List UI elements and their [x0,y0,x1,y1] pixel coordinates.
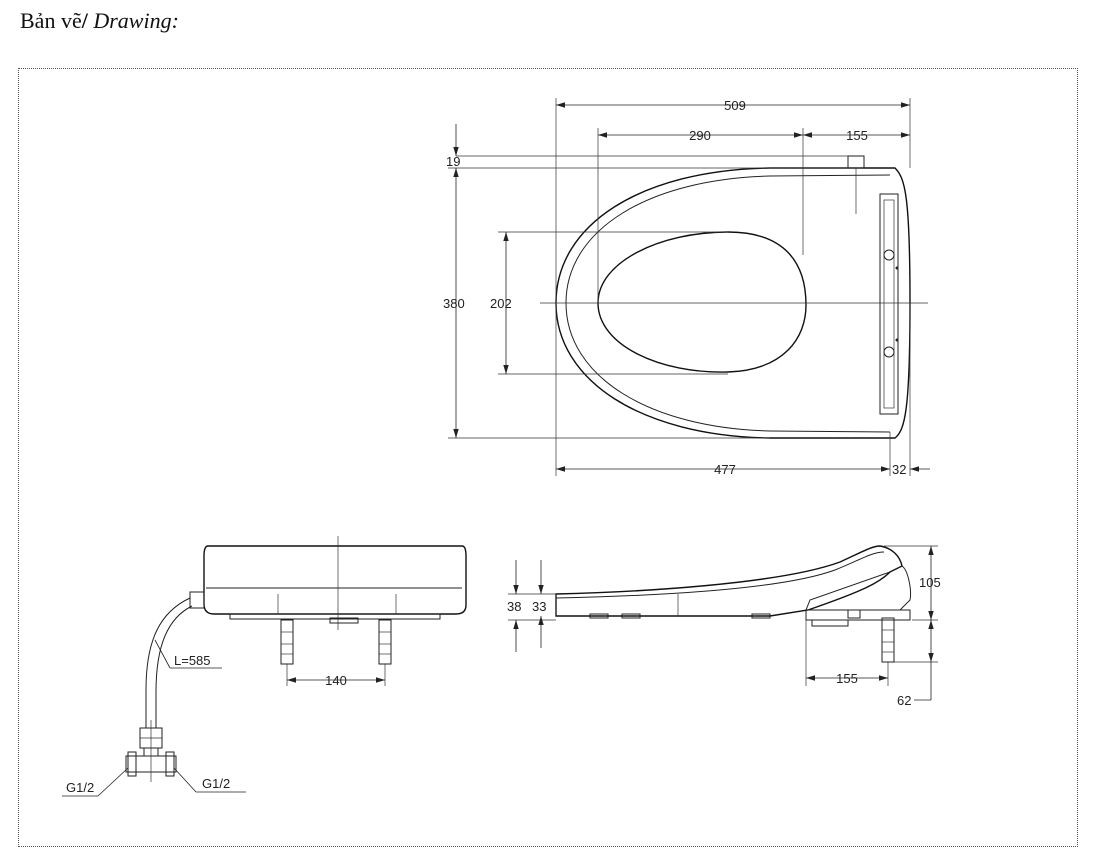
leader-585 [154,639,171,669]
dim-155-side: 155 [836,671,858,686]
dim-509: 509 [724,98,746,113]
dim-140: 140 [325,673,347,688]
hinge-inner [883,199,895,409]
hinge-dot-bottom [895,338,899,342]
leader-g12-right [173,767,197,793]
hinge-bolt-top [883,249,895,261]
mount-bolt-right [378,619,392,665]
t-valve-port-right [165,751,175,777]
side-base-slot [847,609,861,619]
seat-inner-edge [565,174,891,433]
water-inlet [847,155,865,169]
dim-477: 477 [714,462,736,477]
title-vi: Bản vẽ [20,8,82,33]
side-pad-a [589,613,609,619]
side-base-unit [805,565,911,611]
title-en: Drawing: [93,8,179,33]
dim-155-top: 155 [846,128,868,143]
mount-bolt-left [280,619,294,665]
dim-19: 19 [446,154,460,169]
dim-33: 33 [532,599,546,614]
dim-585: L=585 [174,653,211,668]
top-view: 509 290 155 19 380 202 477 32 [443,98,930,477]
hose-connector [189,591,205,609]
leader-g12-left [97,767,129,797]
drawing-frame [18,68,1078,847]
hinge-module [879,193,899,415]
g12-right: G1/2 [202,776,230,791]
hinge-bolt-bottom [883,346,895,358]
front-body [203,545,467,615]
g12-left: G1/2 [66,780,94,795]
dim-38: 38 [507,599,521,614]
side-pad-b [621,613,641,619]
dim-105: 105 [919,575,941,590]
drawing-title: Bản vẽ/ Drawing: [20,8,179,33]
front-base-strip [229,613,441,620]
hinge-dot-top [895,266,899,270]
side-view: 38 33 105 62 155 [507,545,941,708]
seat-opening [597,231,807,373]
dim-380: 380 [443,296,465,311]
dim-290: 290 [689,128,711,143]
dim-32: 32 [892,462,906,477]
side-lid-outline [555,545,903,617]
t-valve-port-left [127,751,137,777]
front-base-pad [329,617,359,624]
supply-hose [145,597,191,728]
front-view: 140 L=585 G1/2 G1/2 [62,536,467,797]
side-mount-bolt [881,617,895,663]
dim-202: 202 [490,296,512,311]
dim-62: 62 [897,693,911,708]
side-base-foot [811,619,849,627]
seat-outer-outline [555,167,911,439]
side-lid-inner [555,551,885,599]
side-pad-c [751,613,771,619]
